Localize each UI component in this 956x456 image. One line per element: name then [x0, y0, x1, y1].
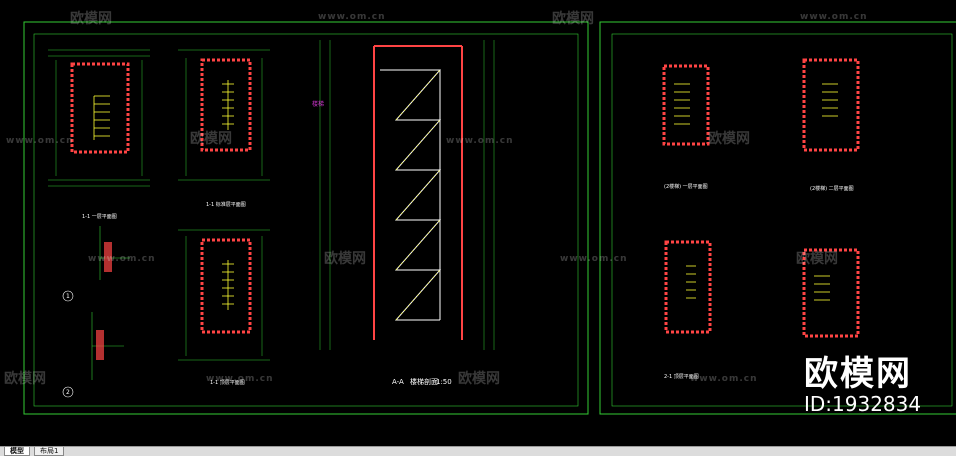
- stair-plan-5: (2楼梯) 二层平面图: [802, 58, 860, 192]
- stair-section-a-a: 楼梯 A-A 楼梯剖面 1:50: [312, 40, 495, 386]
- plan-5-label: (2楼梯) 二层平面图: [810, 185, 854, 192]
- layout-tab-bar: 模型 布局1: [0, 446, 956, 456]
- detail-2-marker: 2: [66, 389, 70, 396]
- drawing-frame-right: [599, 21, 956, 415]
- stair-plan-4: (2楼梯) 一层平面图: [662, 64, 710, 190]
- stair-plan-1: 1-1 一层平面图: [48, 49, 150, 220]
- stair-plan-3: 1-1 顶层平面图: [178, 229, 270, 386]
- brand-watermark: 欧模网 ID:1932834: [804, 356, 921, 416]
- stair-plan-2: 1-1 标准层平面图: [178, 49, 270, 208]
- plan-1-label: 1-1 一层平面图: [82, 214, 117, 220]
- section-title: A-A: [392, 378, 404, 386]
- section-scale: 1:50: [436, 378, 452, 386]
- plan-3-label: 1-1 顶层平面图: [210, 380, 245, 386]
- detail-drawings: 1 2: [62, 226, 130, 398]
- model-id: ID:1932834: [804, 392, 922, 416]
- cad-drawing-canvas[interactable]: 1-1 一层平面图 1-1 标准层平面图 1-1 顶层平面图: [0, 0, 956, 446]
- tab-layout1[interactable]: 布局1: [34, 447, 65, 456]
- tab-model[interactable]: 模型: [4, 447, 30, 456]
- plan-2-label: 1-1 标准层平面图: [206, 201, 246, 208]
- plan-4-label: (2楼梯) 一层平面图: [664, 183, 708, 190]
- brand-name: 欧模网: [804, 354, 912, 394]
- section-subtitle: 楼梯剖面: [410, 377, 438, 386]
- drawing-frame-left: [23, 21, 589, 415]
- stair-plan-6: 2-1 顶层平面图: [664, 240, 860, 380]
- plan-6-label: 2-1 顶层平面图: [664, 374, 699, 380]
- detail-1-marker: 1: [66, 293, 70, 300]
- section-side-label: 楼梯: [312, 100, 324, 108]
